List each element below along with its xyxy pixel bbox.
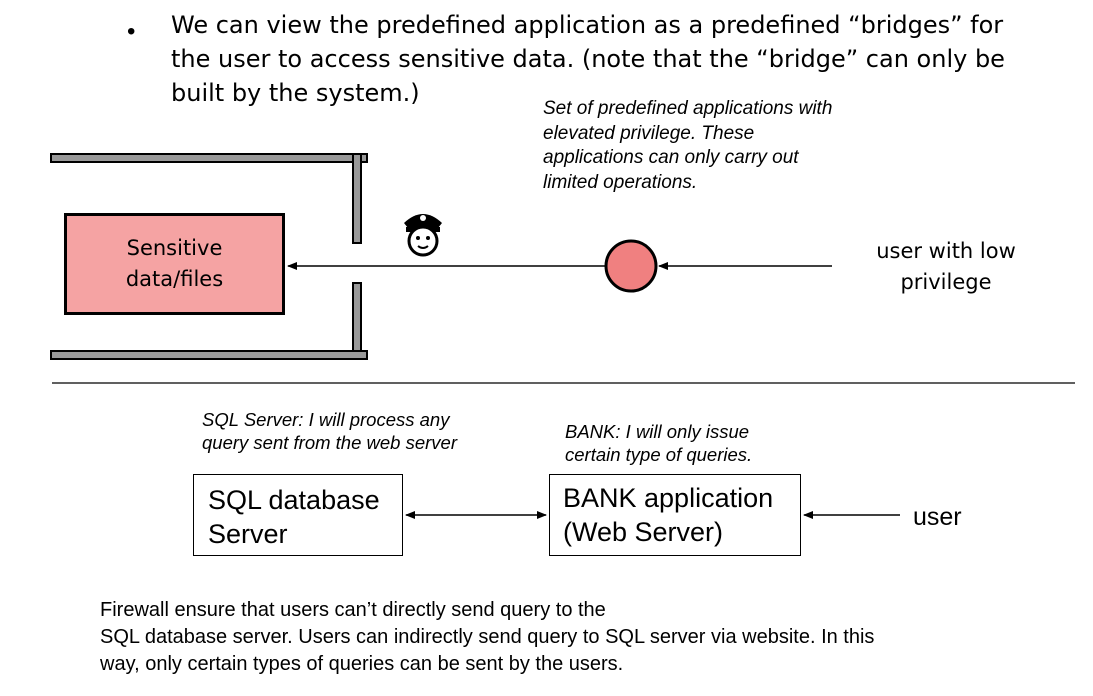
footer-line1: Firewall ensure that users can’t directl… [100, 599, 606, 621]
sensitive-data-box: Sensitive data/files [64, 213, 285, 315]
sql-box-line2: Server [208, 519, 288, 549]
bank-box-line2: (Web Server) [563, 517, 724, 547]
footer-line3: way, only certain types of queries can b… [100, 653, 624, 675]
bullet-point-icon: • [127, 18, 136, 45]
firewall-explanation: Firewall ensure that users can’t directl… [100, 597, 1060, 678]
low-user-line2: privilege [900, 270, 992, 294]
sql-server-note: SQL Server: I will process any query sen… [202, 409, 457, 453]
privileged-app-note: Set of predefined applications with elev… [543, 98, 833, 193]
low-privilege-user-label: user with low privilege [850, 236, 1042, 298]
bank-note: BANK: I will only issue certain type of … [565, 421, 753, 465]
protection-wall [50, 153, 368, 360]
bullet-text: We can view the predefined application a… [171, 11, 1005, 107]
sql-box-line1: SQL database [208, 485, 380, 515]
sensitive-box-line1: Sensitive [126, 236, 223, 260]
user-label: user [913, 503, 962, 531]
bridge-application-circle [604, 239, 658, 293]
low-user-line1: user with low [876, 239, 1016, 263]
bank-box-line1: BANK application [563, 483, 774, 513]
police-officer-icon [404, 214, 442, 257]
sql-database-server-box: SQL database Server [193, 474, 403, 556]
footer-line2: SQL database server. Users can indirectl… [100, 626, 875, 648]
bank-application-box: BANK application (Web Server) [549, 474, 801, 556]
sensitive-box-line2: data/files [125, 267, 224, 291]
